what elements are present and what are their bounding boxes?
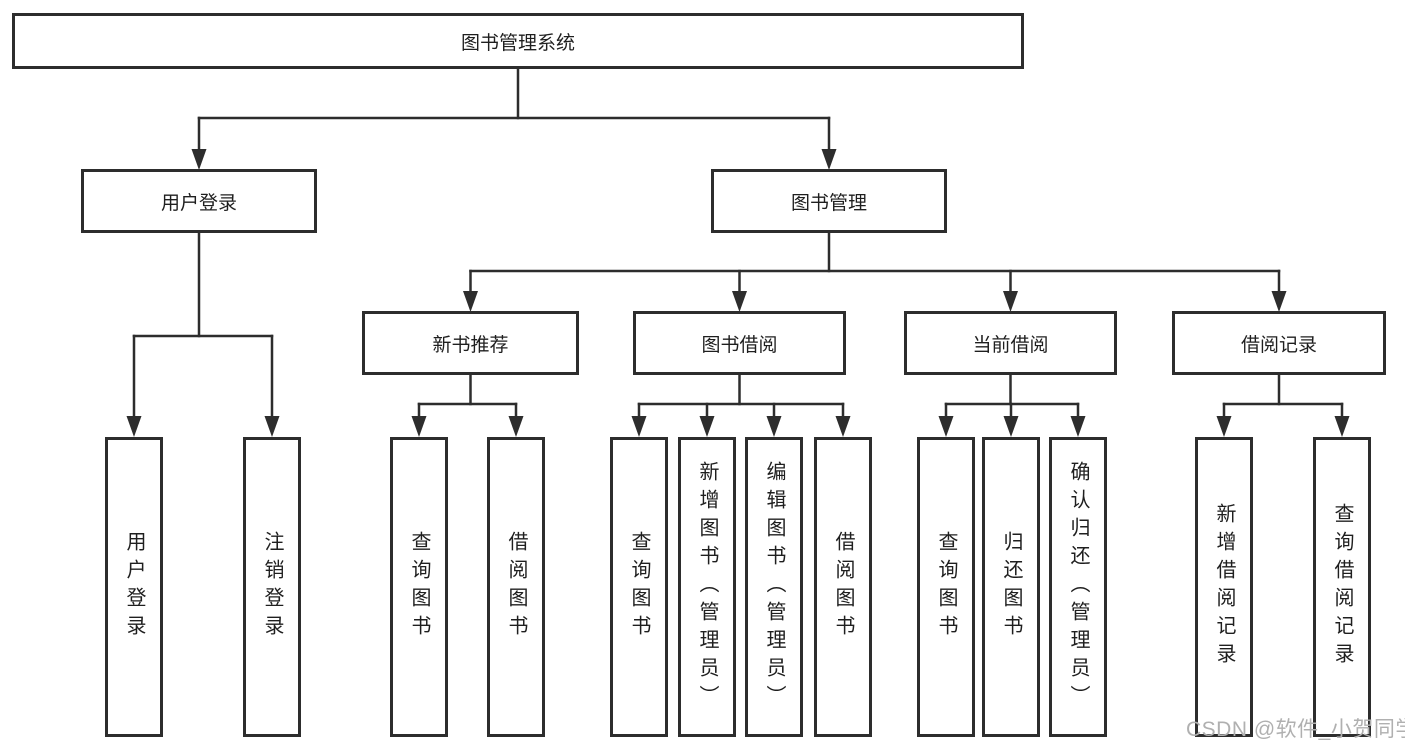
leaf-borrow-borrow: 借阅图书 <box>814 437 872 737</box>
node-label: 借阅记录 <box>1240 334 1317 356</box>
node-label: 借阅图书 <box>832 531 854 643</box>
csdn-watermark: CSDN @软件_小贺同学 <box>1186 718 1405 741</box>
node-label: 用户登录 <box>123 531 145 643</box>
node-label: 查询图书 <box>935 531 957 643</box>
node-label: 图书管理系统 <box>460 32 575 54</box>
node-user-login: 用户登录 <box>81 169 317 233</box>
node-current-borrowing: 当前借阅 <box>904 311 1117 375</box>
node-label: 图书借阅 <box>701 334 778 356</box>
node-book-management: 图书管理 <box>711 169 947 233</box>
node-root: 图书管理系统 <box>12 13 1024 69</box>
node-label: 查询图书 <box>628 531 650 643</box>
node-label: 注销登录 <box>261 531 283 643</box>
leaf-current-confirm-return-admin: 确认归还（管理员） <box>1049 437 1107 737</box>
node-borrowing-records: 借阅记录 <box>1172 311 1386 375</box>
leaf-current-query: 查询图书 <box>917 437 975 737</box>
node-label: 新增图书（管理员） <box>696 461 718 713</box>
leaf-borrow-add-admin: 新增图书（管理员） <box>678 437 736 737</box>
node-label: 编辑图书（管理员） <box>763 461 785 713</box>
leaf-newbooks-borrow: 借阅图书 <box>487 437 545 737</box>
leaf-borrow-edit-admin: 编辑图书（管理员） <box>745 437 803 737</box>
leaf-records-add: 新增借阅记录 <box>1195 437 1253 737</box>
leaf-records-query: 查询借阅记录 <box>1313 437 1371 737</box>
leaf-logout: 注销登录 <box>243 437 301 737</box>
leaf-current-return: 归还图书 <box>982 437 1040 737</box>
node-label: 新增借阅记录 <box>1213 503 1235 671</box>
node-label: 查询借阅记录 <box>1331 503 1353 671</box>
node-label: 用户登录 <box>160 192 237 214</box>
node-label: 图书管理 <box>790 192 867 214</box>
node-label: 确认归还（管理员） <box>1067 461 1089 713</box>
leaf-newbooks-query: 查询图书 <box>390 437 448 737</box>
leaf-borrow-query: 查询图书 <box>610 437 668 737</box>
leaf-user-login: 用户登录 <box>105 437 163 737</box>
node-label: 当前借阅 <box>972 334 1049 356</box>
node-label: 新书推荐 <box>432 334 509 356</box>
node-label: 借阅图书 <box>505 531 527 643</box>
node-book-borrowing: 图书借阅 <box>633 311 846 375</box>
node-new-books: 新书推荐 <box>362 311 579 375</box>
node-label: 归还图书 <box>1000 531 1022 643</box>
node-label: 查询图书 <box>408 531 430 643</box>
